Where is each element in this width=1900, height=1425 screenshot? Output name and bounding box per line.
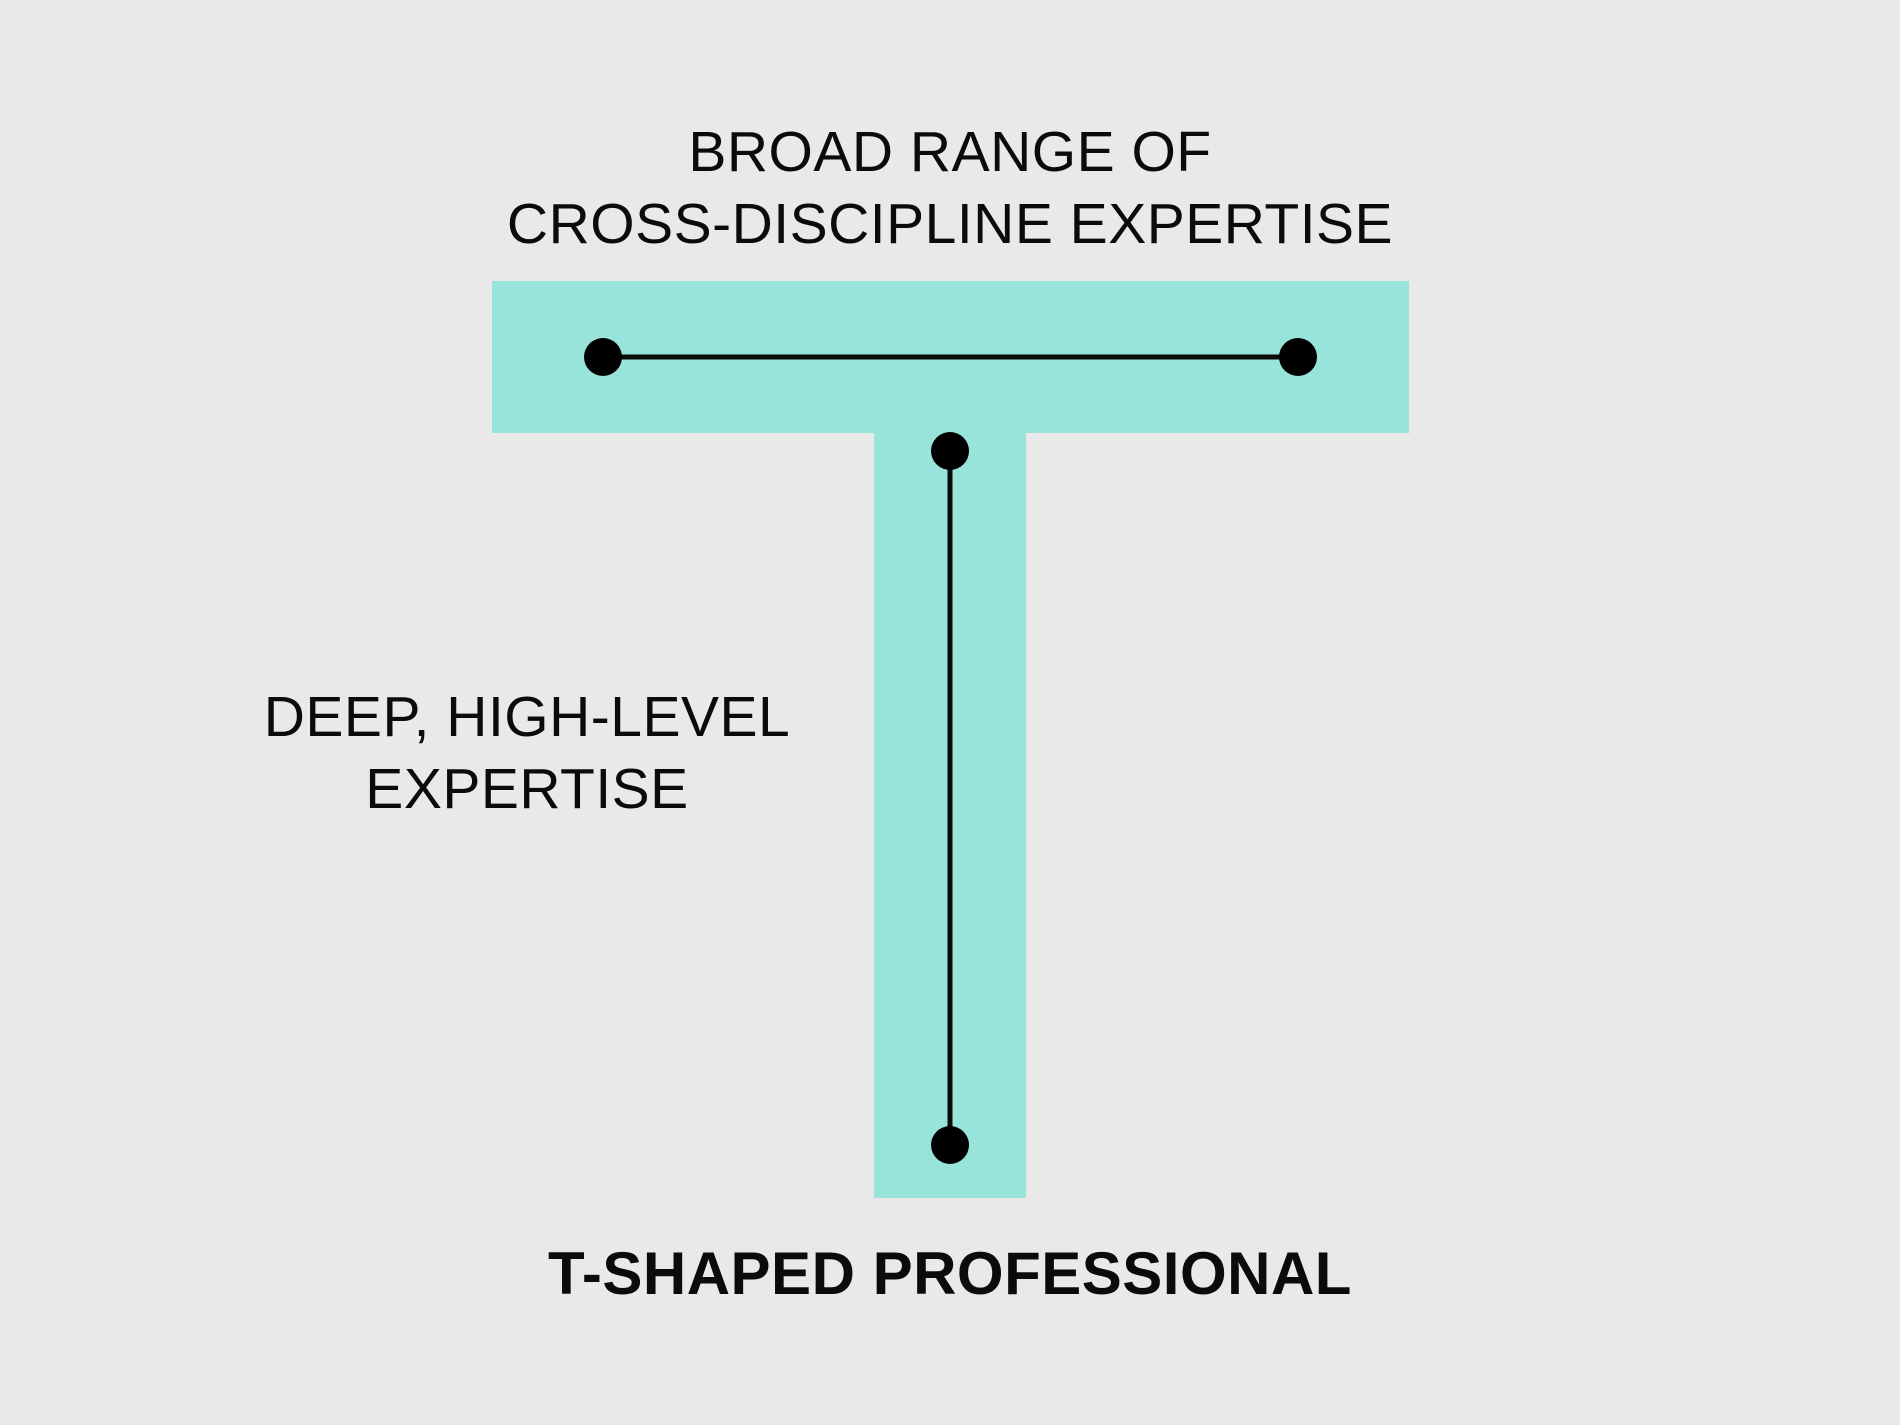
diagram-title: T-SHAPED PROFESSIONAL [548,1240,1352,1307]
broad-expertise-label-line1: BROAD RANGE OF [688,120,1212,184]
deep-expertise-label-line2: EXPERTISE [365,757,689,821]
depth-top-dot [931,432,969,470]
breadth-left-dot [584,338,622,376]
deep-expertise-label: DEEP, HIGH-LEVEL EXPERTISE [227,681,827,825]
deep-expertise-label-line1: DEEP, HIGH-LEVEL [263,685,791,749]
depth-bottom-dot [931,1126,969,1164]
breadth-right-dot [1279,338,1317,376]
broad-expertise-label: BROAD RANGE OF CROSS-DISCIPLINE EXPERTIS… [450,116,1450,260]
broad-expertise-label-line2: CROSS-DISCIPLINE EXPERTISE [506,192,1394,256]
